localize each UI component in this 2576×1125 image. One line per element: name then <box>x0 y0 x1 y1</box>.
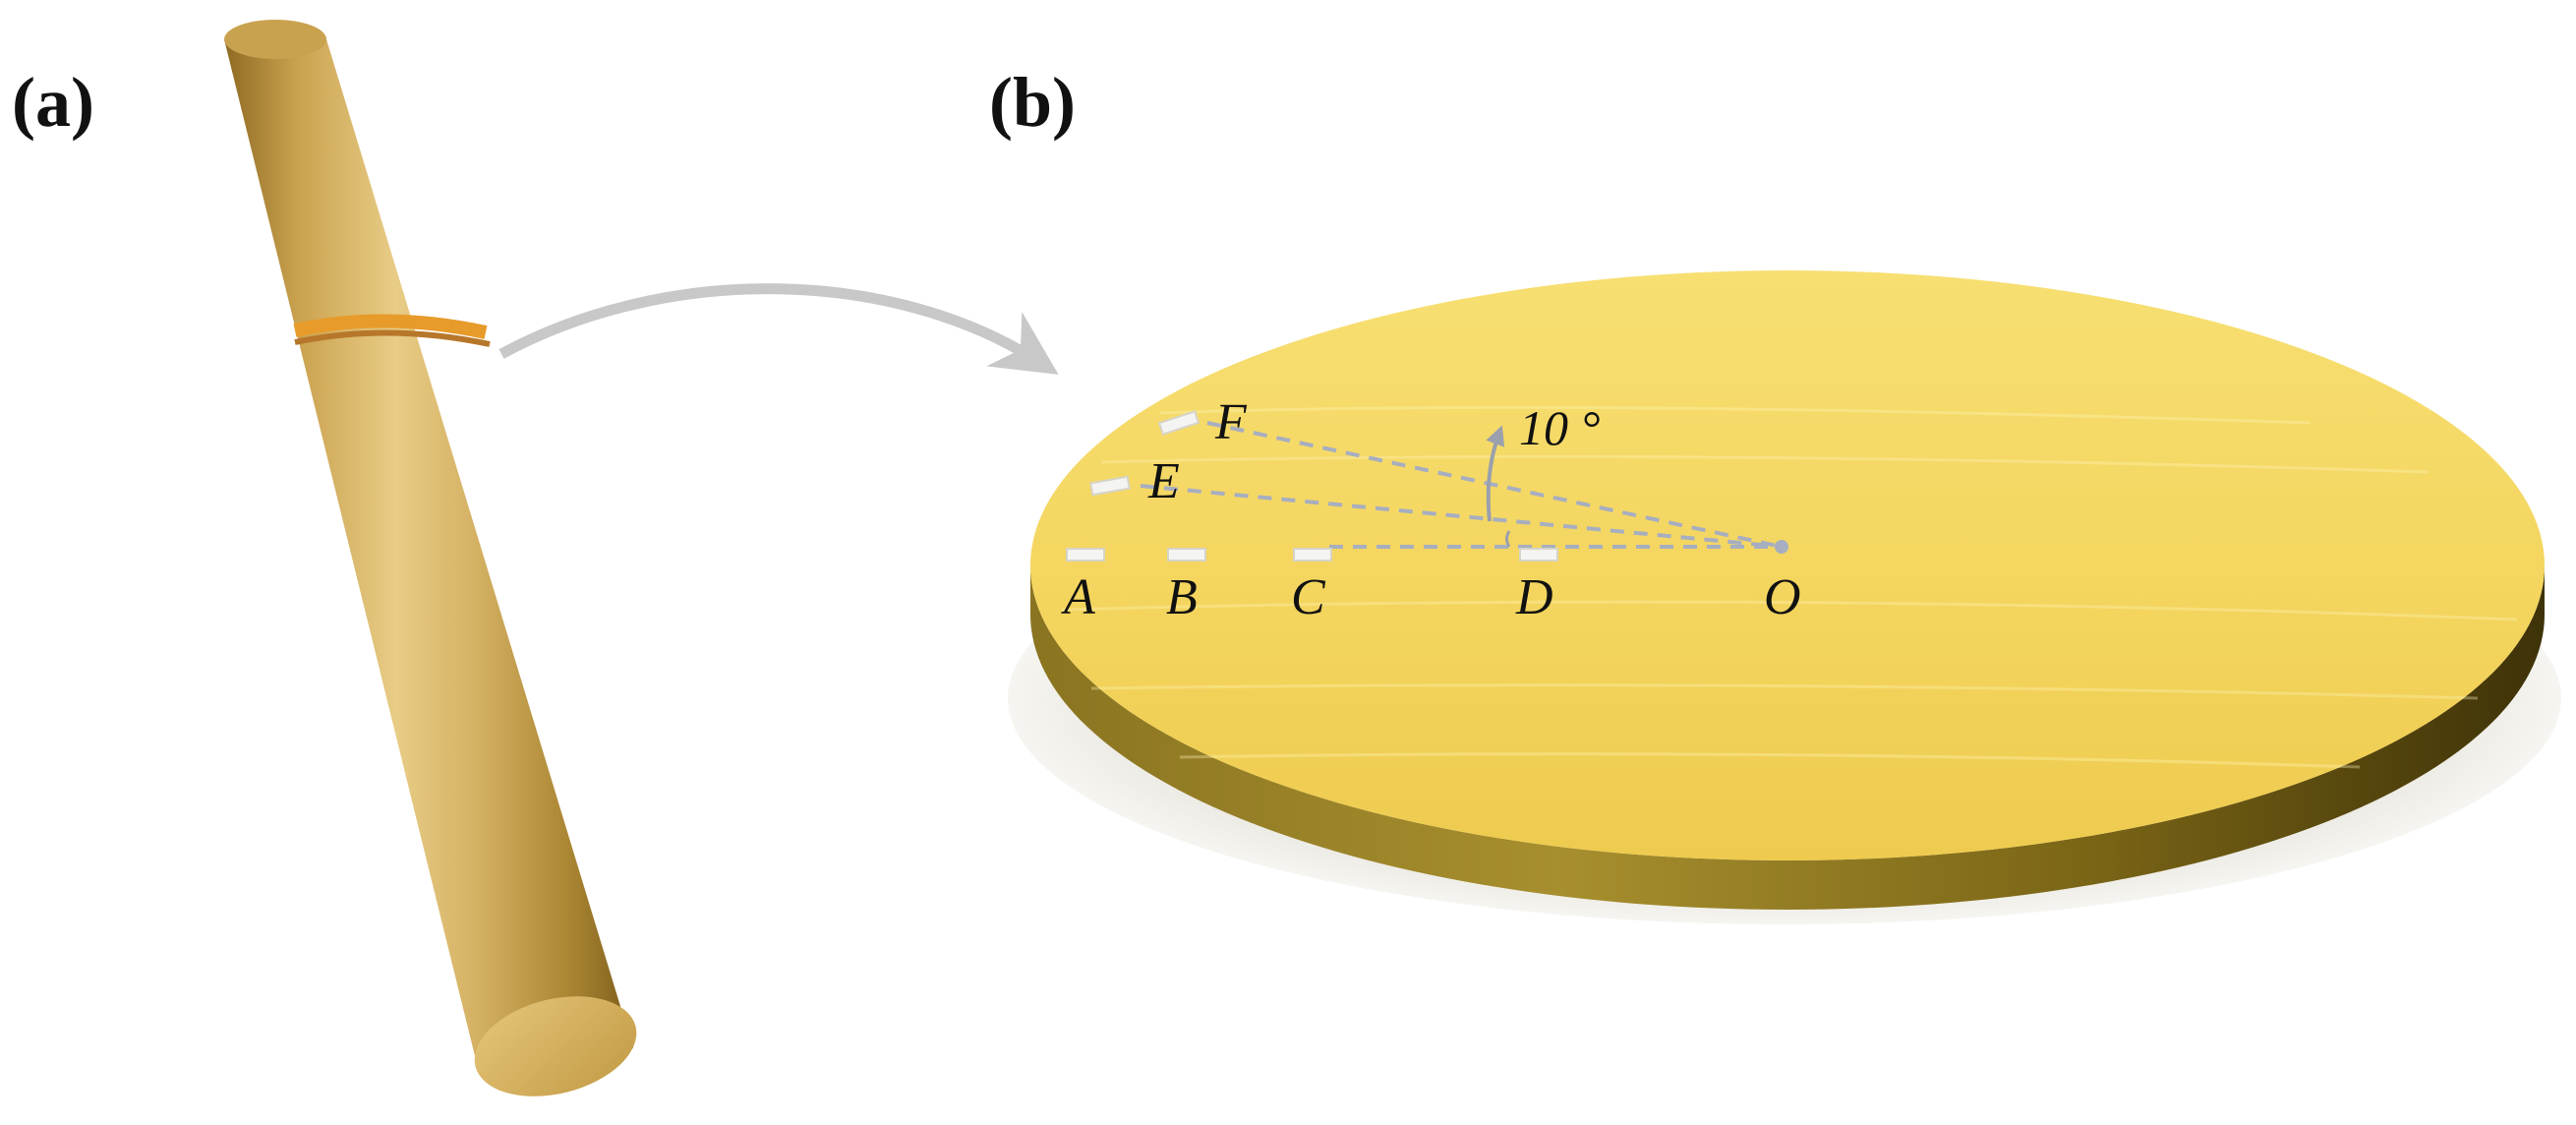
angle-label: 10 ° <box>1519 400 1601 455</box>
point-label-o: O <box>1764 569 1801 625</box>
rod-body <box>224 39 633 1068</box>
point-label-a: A <box>1061 569 1095 625</box>
panel-label-b: (b) <box>989 63 1076 142</box>
sample-c <box>1293 548 1332 562</box>
transfer-arrow <box>498 283 1059 375</box>
gold-rod <box>224 20 637 1096</box>
point-label-f: F <box>1214 394 1248 450</box>
rod-top-cap <box>224 20 326 59</box>
sample-b <box>1167 548 1206 562</box>
rod-slice-band <box>293 314 488 339</box>
sample-f <box>1157 410 1200 436</box>
sample-e <box>1089 475 1131 497</box>
sample-a <box>1066 548 1105 562</box>
point-label-b: B <box>1166 569 1198 625</box>
guide-lines <box>1140 421 1783 549</box>
sample-d <box>1519 548 1558 562</box>
disk-top-surface <box>1030 270 2545 860</box>
angle-arc-small <box>1505 530 1511 548</box>
guide-line-e <box>1140 484 1783 549</box>
angle-arrow <box>1486 425 1505 522</box>
point-label-d: D <box>1515 569 1553 625</box>
guide-line-f <box>1206 421 1783 549</box>
point-label-c: C <box>1291 569 1326 625</box>
center-point-o <box>1775 540 1788 554</box>
point-label-e: E <box>1147 453 1180 509</box>
panel-label-a: (a) <box>12 63 94 142</box>
sample-markers <box>1066 410 1558 562</box>
disk-edge <box>1030 565 2545 910</box>
rod-bottom-cap <box>474 996 637 1096</box>
disk-grain <box>1061 405 2518 769</box>
sample-disk <box>1008 270 2561 924</box>
